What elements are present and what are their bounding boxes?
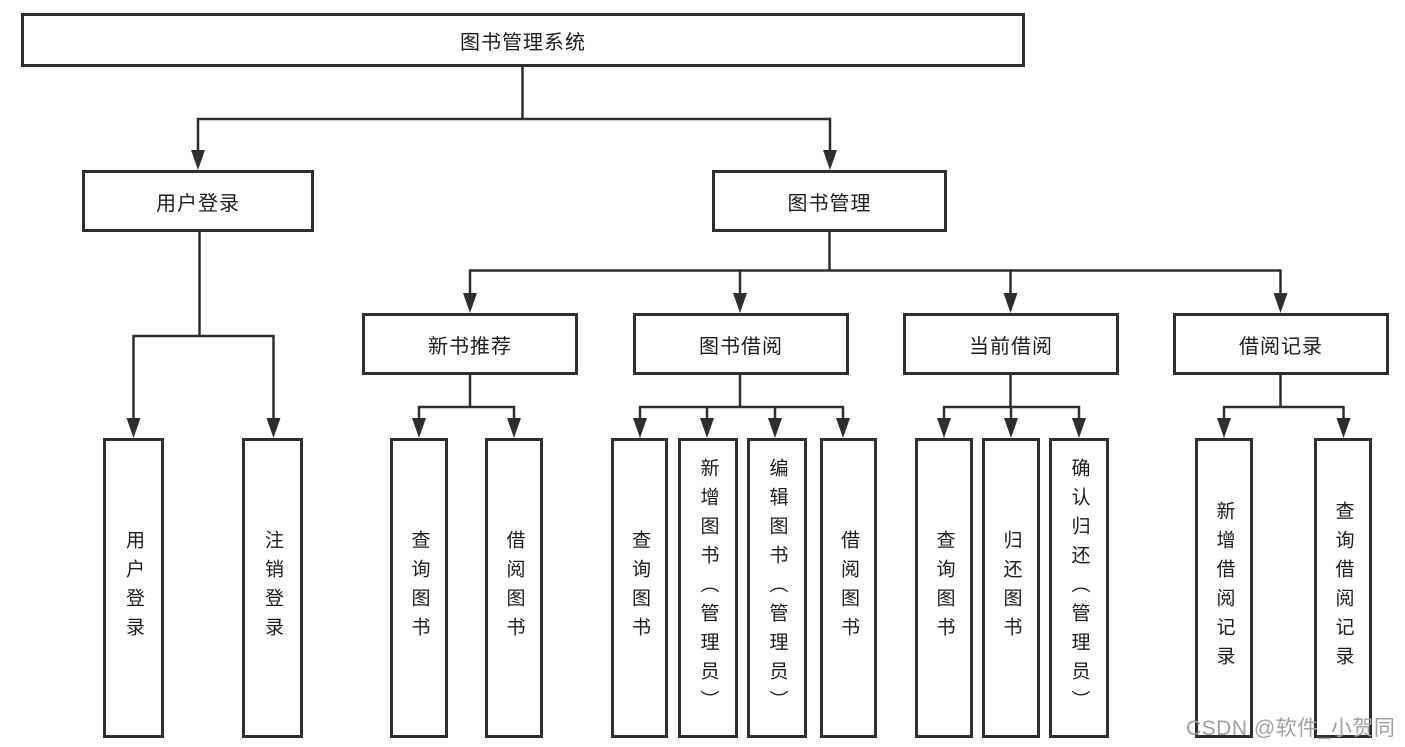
leaf-node-add-borrow-record: 新增借阅记录 <box>1195 438 1253 738</box>
leaf-label: 查询借阅记录 <box>1332 501 1354 675</box>
leaf-node-confirm-return-admin: 确认归还（管理员） <box>1049 438 1109 738</box>
leaf-node-return-books: 归还图书 <box>982 438 1040 738</box>
leaf-node-borrow-books-2: 借阅图书 <box>820 438 877 738</box>
node-borrow-records: 借阅记录 <box>1173 313 1389 375</box>
node-current-borrowing: 当前借阅 <box>903 313 1119 375</box>
node-label: 图书管理 <box>787 192 872 215</box>
leaf-label: 查询图书 <box>408 530 430 646</box>
node-label: 用户登录 <box>156 192 240 215</box>
leaf-label: 借阅图书 <box>838 530 859 646</box>
leaf-label: 查询图书 <box>933 530 955 646</box>
node-label: 新书推荐 <box>428 335 512 358</box>
node-book-borrowing: 图书借阅 <box>633 313 849 375</box>
root-node-library-system: 图书管理系统 <box>21 13 1025 67</box>
leaf-node-user-login: 用户登录 <box>103 438 164 738</box>
leaf-label: 新增借阅记录 <box>1213 501 1235 675</box>
leaf-label: 查询图书 <box>629 530 650 646</box>
leaf-node-edit-books-admin: 编辑图书（管理员） <box>747 438 807 738</box>
leaf-node-query-books-3: 查询图书 <box>915 438 973 738</box>
node-label: 当前借阅 <box>969 335 1053 358</box>
leaf-node-query-borrow-record: 查询借阅记录 <box>1314 438 1372 738</box>
csdn-watermark: CSDN @软件_小贺同学 <box>1186 717 1396 740</box>
leaf-label: 借阅图书 <box>503 530 525 646</box>
leaf-label: 新增图书（管理员） <box>697 457 719 719</box>
node-book-management: 图书管理 <box>712 170 947 232</box>
node-user-login: 用户登录 <box>82 170 314 232</box>
node-label: 图书借阅 <box>699 335 783 358</box>
leaf-label: 注销登录 <box>262 530 283 646</box>
leaf-node-borrow-books-1: 借阅图书 <box>485 438 543 738</box>
leaf-node-query-books-1: 查询图书 <box>390 438 448 738</box>
leaf-label: 编辑图书（管理员） <box>766 457 788 719</box>
node-label: 借阅记录 <box>1239 335 1323 358</box>
leaf-label: 用户登录 <box>123 530 144 646</box>
leaf-node-logout: 注销登录 <box>242 438 303 738</box>
leaf-node-query-books-2: 查询图书 <box>611 438 668 738</box>
root-node-label: 图书管理系统 <box>460 31 586 54</box>
leaf-label: 归还图书 <box>1000 530 1022 646</box>
node-new-book-recommend: 新书推荐 <box>362 313 578 375</box>
leaf-label: 确认归还（管理员） <box>1068 457 1090 719</box>
leaf-node-add-books-admin: 新增图书（管理员） <box>678 438 738 738</box>
